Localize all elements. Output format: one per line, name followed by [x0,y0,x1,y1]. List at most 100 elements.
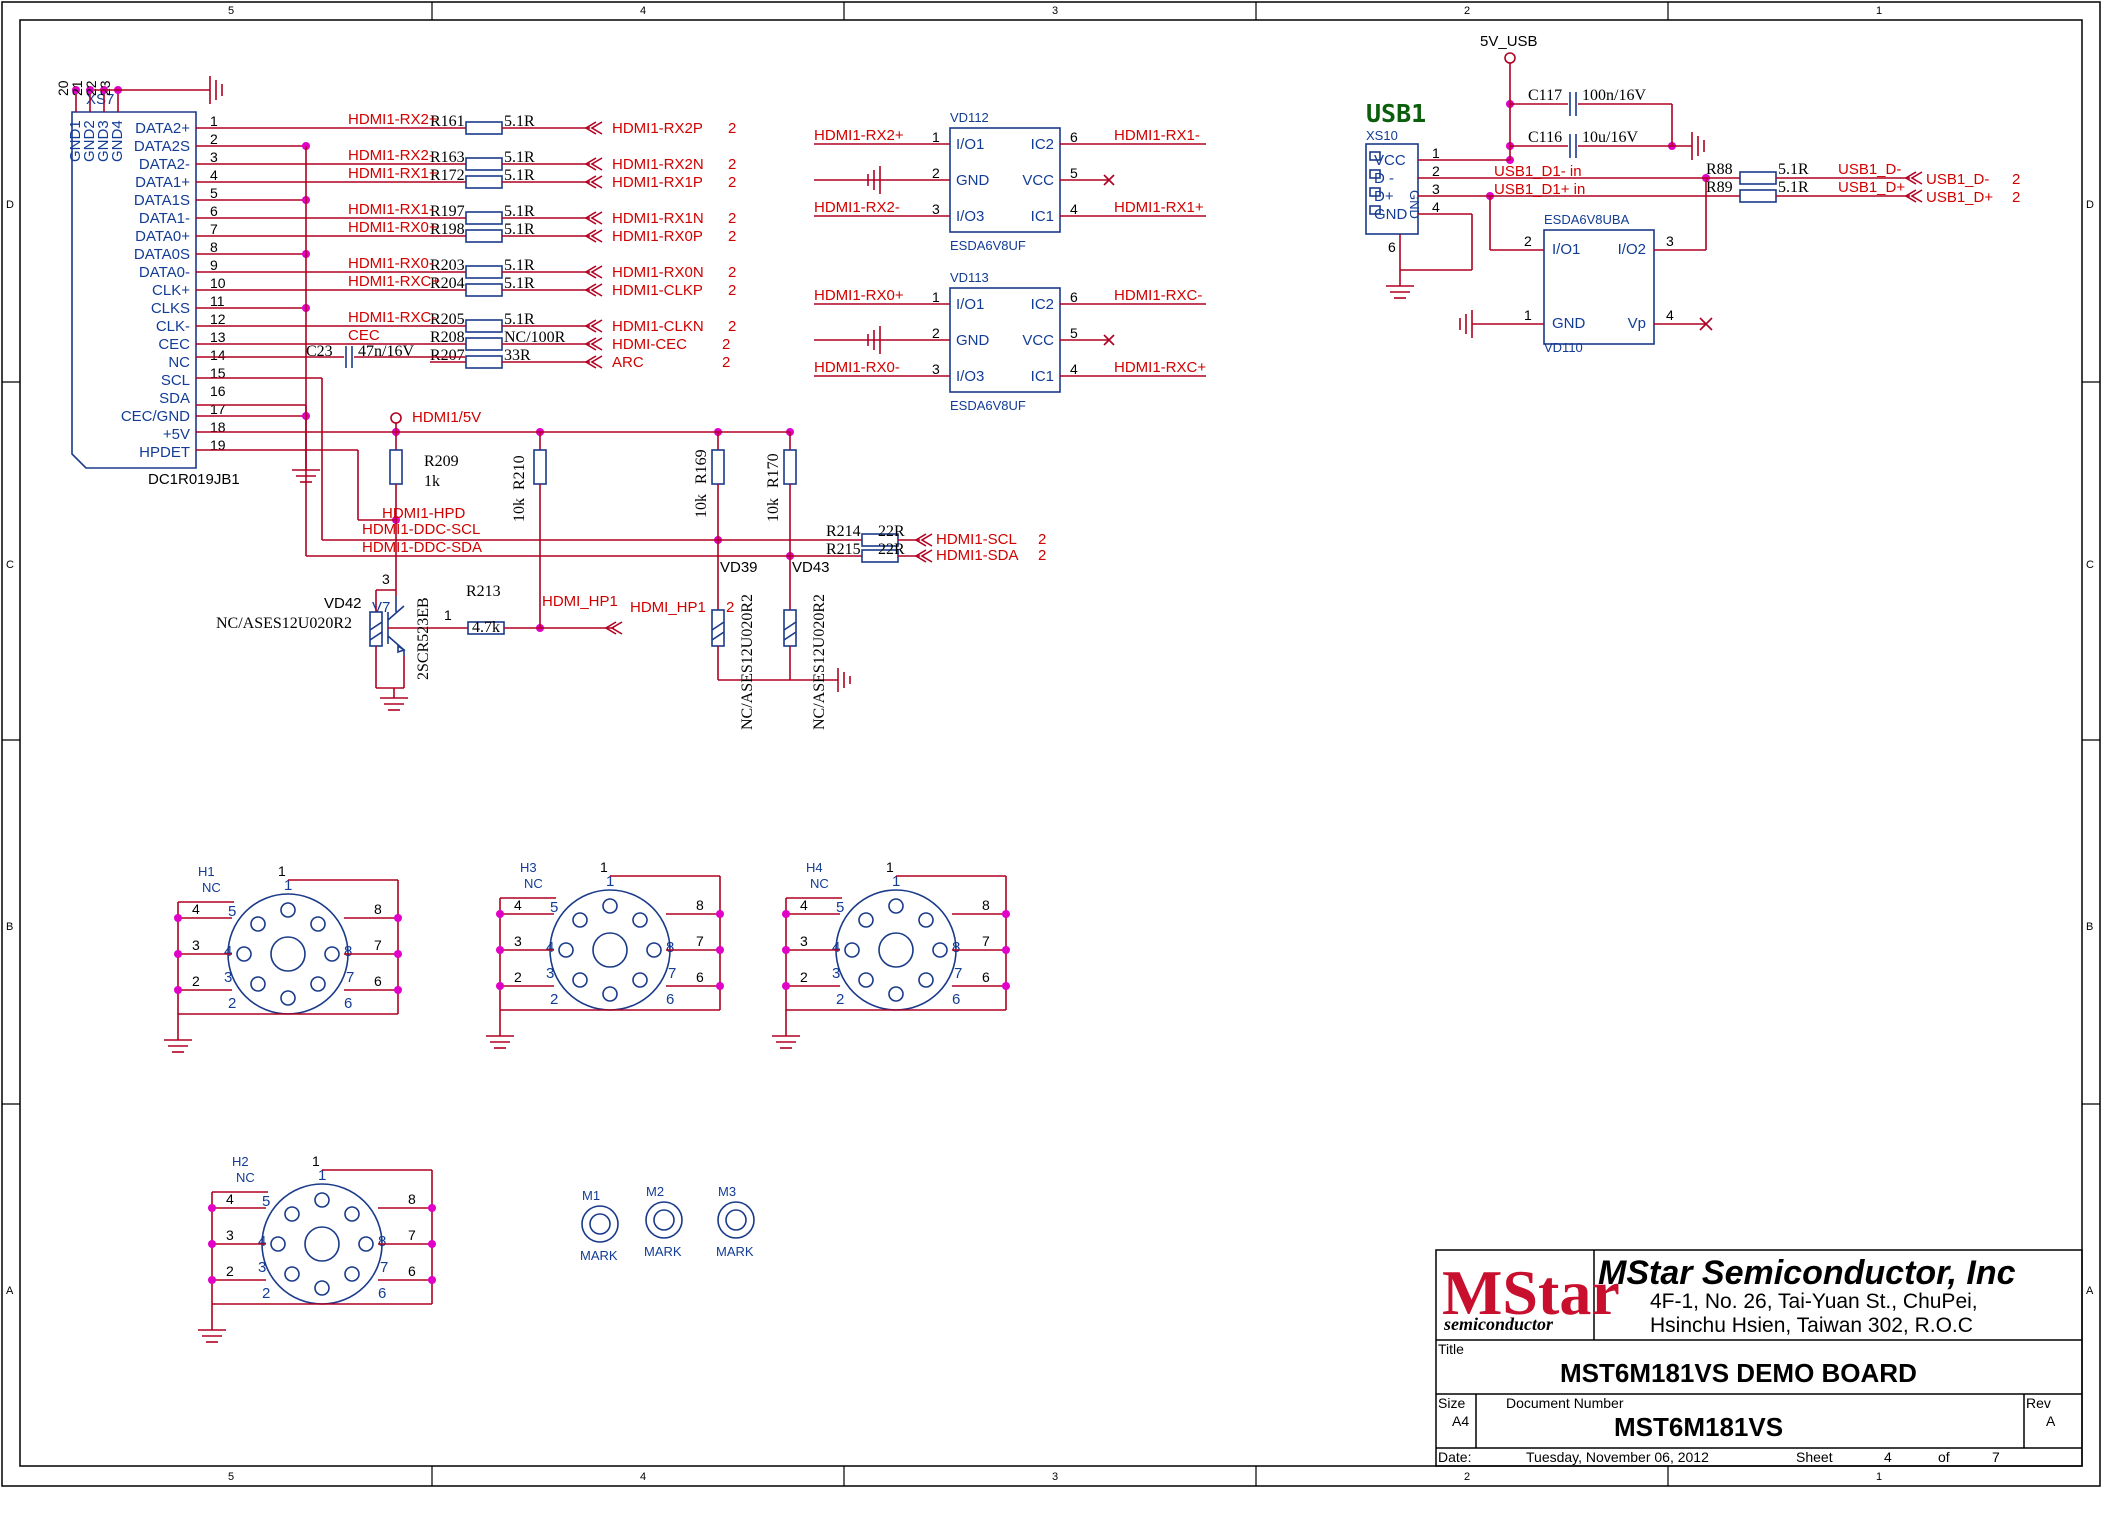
r214-ref: R214 [826,523,861,540]
junction-dot [394,914,402,922]
hdmi-pin-name: SCL [161,372,190,389]
hole-pin-inner: 5 [550,899,558,916]
usb-title: USB1 [1366,99,1426,128]
esd-pin-name: I/O1 [956,296,984,313]
zone-column-label: 2 [1464,1471,1470,1483]
esd-pin-name: IC2 [1031,296,1054,313]
mark-ref: M1 [582,1188,600,1203]
mark-label: MARK [580,1248,618,1263]
hole-pin-number: 8 [696,897,704,913]
zone-column-label: 2 [1464,5,1470,17]
series-resistor-ref: R204 [430,275,465,292]
hdmi-pin-name: DATA0- [139,264,190,281]
series-resistor [465,283,503,297]
zone-column-label: 5 [228,1471,234,1483]
series-resistor-in-net: HDMI1-RX0- [348,255,434,272]
zone-row-label: C [6,559,14,571]
capacitor-c23: C23 47n/16V [196,343,465,368]
hdmi-pin-name: DATA2- [139,156,190,173]
series-resistor-sheet: 2 [728,174,736,191]
series-resistor-in-net: CEC [348,327,380,344]
hdmi-pin-name: CLKS [151,300,190,317]
hdmi-gnd-pin-name: GND4 [109,120,126,162]
series-resistor-value: 5.1R [504,167,535,184]
hole-pin-number: 7 [374,937,382,953]
hdmi-pin-name: CLK+ [152,282,190,299]
esd-left-net: HDMI1-RX2- [814,199,900,216]
hdmi-pin-number: 15 [210,365,226,381]
hdmi-pin-number: 4 [210,167,218,183]
zone-column-label: 4 [640,5,646,17]
hole-pin-inner: 3 [224,969,232,986]
hole-pin-number: 6 [982,969,990,985]
series-resistor-ref: R205 [430,311,465,328]
hdmi-pin-number: 13 [210,329,226,345]
hdmi1-hpd-net: HDMI1-HPD [382,505,466,522]
junction-dot [782,982,790,990]
zone-row-label: D [2086,199,2094,211]
junction-dot [1002,982,1010,990]
hole-pin-number: 1 [886,859,894,875]
zone-row-label: A [6,1285,14,1297]
esd-ref: VD113 [950,270,989,285]
docnum-label: Document Number [1506,1395,1624,1411]
series-resistor-in-net: HDMI1-RX2- [348,147,434,164]
r170-ref: R170 [765,453,782,488]
usb-shield-pin: 6 [1388,239,1396,255]
r169-ref: R169 [693,449,710,484]
esd-pin-name: IC1 [1031,368,1054,385]
junction-dot [208,1240,216,1248]
usb-pin-number: 3 [1432,181,1440,197]
hdmi-pin-name: DATA0+ [135,228,190,245]
hdmi-pin-name: DATA1S [134,192,190,209]
hole-pin-number: 4 [226,1191,234,1207]
series-resistor-ref: R203 [430,257,465,274]
hdmi-pin-number: 10 [210,275,226,291]
vd39-part: NC/ASES12U020R2 [739,594,756,730]
hole-pin-inner: 5 [228,903,236,920]
hdmi-pin-number: 18 [210,419,226,435]
hdmi-pin-number: 2 [210,131,218,147]
vd110-pin-name: I/O1 [1552,241,1580,258]
series-resistor-out-net: ARC [612,354,644,371]
hdmi-pin-number: 17 [210,401,226,417]
series-resistor-sheet: 2 [728,156,736,173]
r215-value: 22R [878,541,905,558]
mstar-logo-sub: semiconductor [1443,1314,1554,1334]
junction-dot [428,1240,436,1248]
zone-column-label: 3 [1052,1471,1058,1483]
junction-dot [428,1276,436,1284]
series-resistor-sheet: 2 [728,282,736,299]
usb-dm-port: USB1_D- [1926,171,1989,188]
usb-dp-in-net: USB1_D1+ in [1494,181,1585,198]
hole-pin-inner: 8 [344,943,352,960]
vd110-pin-number: 2 [1524,233,1532,249]
r214-value: 22R [878,523,905,540]
zone-row-label: C [2086,559,2094,571]
usb-connector-ref: XS10 [1366,128,1398,143]
c117-ref: C117 [1528,87,1562,104]
junction-dot [394,986,402,994]
vd39-ref: VD39 [720,559,758,576]
vd42-ref: VD42 [324,595,362,612]
of-label: of [1938,1449,1950,1465]
esd-pin-name: VCC [1022,172,1054,189]
series-resistor-ref: R161 [430,113,465,130]
hole-pin-inner: 4 [832,939,840,956]
series-resistor-in-net: HDMI1-RX0+ [348,219,438,236]
usb-pin-number: 1 [1432,145,1440,161]
series-resistor-in-net: HDMI1-RX1- [348,201,434,218]
hole-pin-number: 3 [800,933,808,949]
hole-nc: NC [810,876,829,891]
vd110-pin-number: 4 [1666,307,1674,323]
hole-pin-inner: 4 [224,943,232,960]
series-resistor-sheet: 2 [728,120,736,137]
size-value: A4 [1452,1413,1469,1429]
hole-pin-number: 8 [982,897,990,913]
vd43-ref: VD43 [792,559,830,576]
hole-pin-number: 6 [374,973,382,989]
mstar-logo: MStar [1442,1257,1620,1328]
